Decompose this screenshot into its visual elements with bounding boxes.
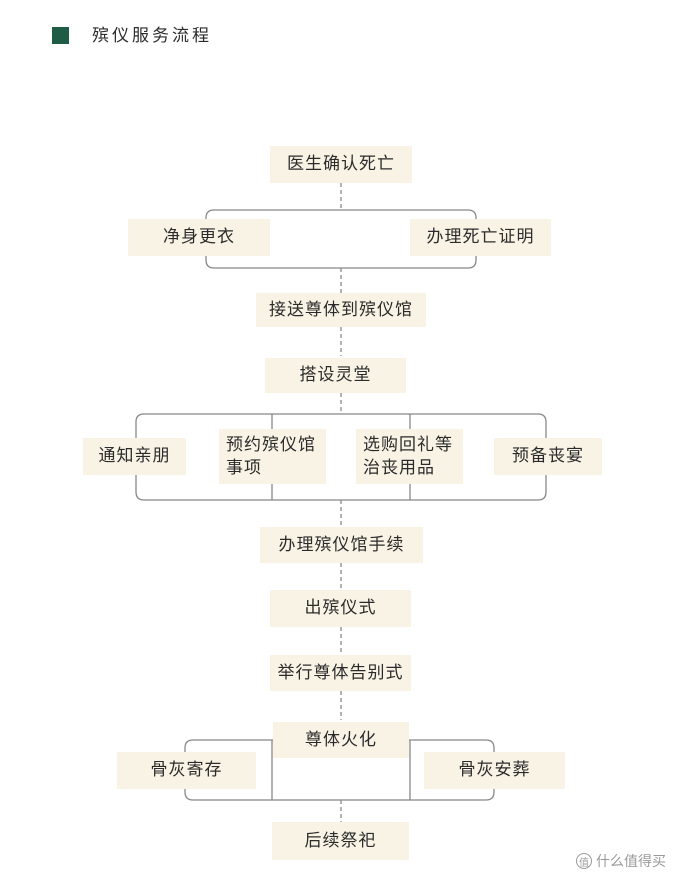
step-buy-funeral-supplies-label: 选购回礼等 治丧用品 xyxy=(363,434,453,478)
step-ash-storage: 骨灰寄存 xyxy=(117,752,256,789)
step-transport-to-funeral-home: 接送尊体到殡仪馆 xyxy=(256,293,426,327)
header-accent-square xyxy=(52,27,69,44)
step-book-funeral-home-label: 预约殡仪馆 事项 xyxy=(226,434,316,478)
step-funeral-procession: 出殡仪式 xyxy=(270,590,411,627)
step-funeral-home-procedures: 办理殡仪馆手续 xyxy=(260,527,423,563)
step-memorial-rites: 后续祭祀 xyxy=(272,822,409,860)
step-buy-funeral-supplies: 选购回礼等 治丧用品 xyxy=(356,429,463,484)
step-death-certificate: 办理死亡证明 xyxy=(410,219,551,256)
value-icon: 值 xyxy=(576,853,592,869)
step-set-up-memorial-hall: 搭设灵堂 xyxy=(265,358,406,393)
step-cremation: 尊体火化 xyxy=(273,722,409,758)
step-farewell-ceremony: 举行尊体告别式 xyxy=(270,655,411,691)
step-wash-and-dress: 净身更衣 xyxy=(128,219,270,256)
watermark-text: 什么值得买 xyxy=(596,854,666,870)
watermark: 值 什么值得买 xyxy=(576,851,666,871)
page-title: 殡仪服务流程 xyxy=(92,26,212,46)
step-book-funeral-home: 预约殡仪馆 事项 xyxy=(219,429,326,484)
step-prepare-banquet: 预备丧宴 xyxy=(494,438,602,475)
step-ash-burial: 骨灰安葬 xyxy=(424,752,565,789)
step-confirm-death: 医生确认死亡 xyxy=(270,146,412,183)
step-notify-relatives: 通知亲朋 xyxy=(83,438,186,475)
